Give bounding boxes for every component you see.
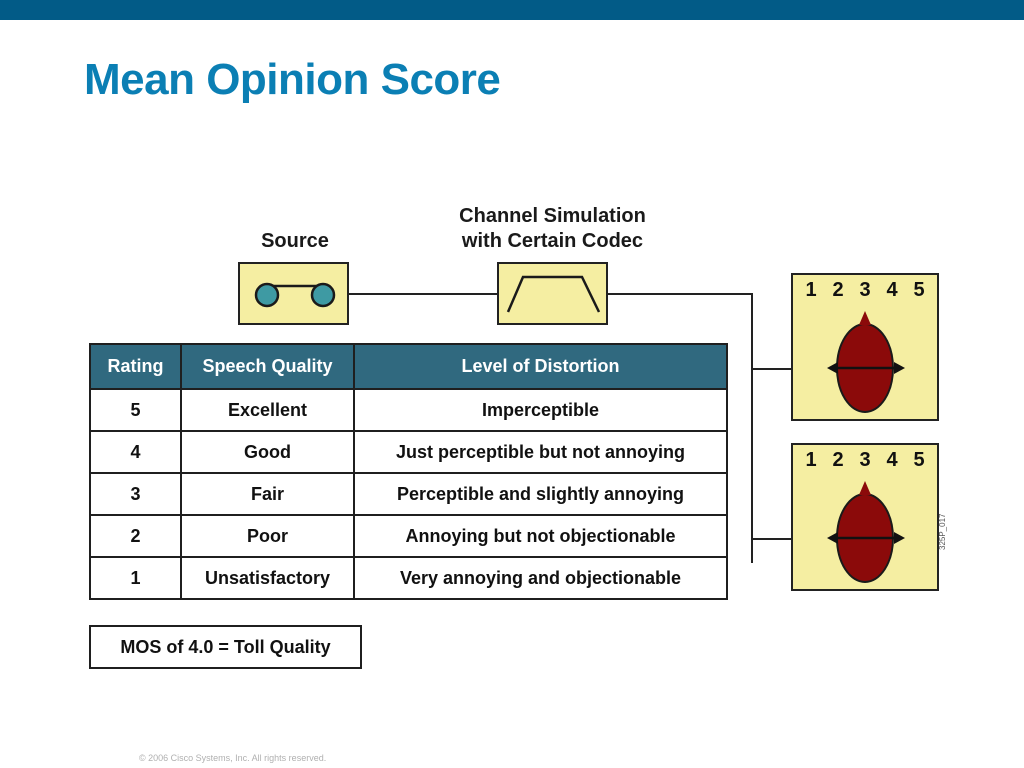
cell-rating: 5: [89, 388, 182, 432]
toll-quality-note: MOS of 4.0 = Toll Quality: [89, 625, 362, 669]
channel-label: Channel Simulation with Certain Codec: [430, 204, 675, 254]
meter-scale: 1 2 3 4 5: [793, 449, 937, 472]
wire-vertical: [751, 293, 753, 563]
scale-mark: 1: [805, 279, 817, 301]
footer-copyright: © 2006 Cisco Systems, Inc. All rights re…: [139, 753, 327, 763]
wire-source-to-channel: [349, 293, 497, 295]
table-row: 4 Good Just perceptible but not annoying: [89, 430, 728, 474]
rating-knob-icon: [827, 481, 905, 583]
scale-mark: 2: [832, 279, 844, 301]
header-level-of-distortion: Level of Distortion: [353, 343, 728, 390]
rating-meter-top: 1 2 3 4 5: [791, 273, 939, 421]
source-label: Source: [261, 230, 329, 252]
cell-quality: Good: [180, 430, 355, 474]
rating-knob-icon: [827, 311, 905, 413]
cell-rating: 3: [89, 472, 182, 516]
header-speech-quality: Speech Quality: [180, 343, 355, 390]
top-bar: [0, 0, 1024, 20]
header-rating: Rating: [89, 343, 182, 390]
bandpass-filter-icon: [506, 275, 601, 313]
cell-quality: Poor: [180, 514, 355, 558]
cell-distortion: Annoying but not objectionable: [353, 514, 728, 558]
channel-label-line1: Channel Simulation: [459, 205, 646, 227]
scale-mark: 5: [913, 449, 925, 471]
wire-channel-out: [608, 293, 752, 295]
figure-code: 325P_017: [938, 513, 947, 550]
scale-mark: 5: [913, 279, 925, 301]
table-row: 3 Fair Perceptible and slightly annoying: [89, 472, 728, 516]
cell-rating: 1: [89, 556, 182, 600]
scale-mark: 4: [886, 449, 898, 471]
source-box: [238, 262, 349, 325]
table-row: 2 Poor Annoying but not objectionable: [89, 514, 728, 558]
cell-distortion: Imperceptible: [353, 388, 728, 432]
cell-quality: Unsatisfactory: [180, 556, 355, 600]
cell-rating: 2: [89, 514, 182, 558]
channel-label-line2: with Certain Codec: [461, 230, 644, 252]
scale-mark: 3: [859, 279, 871, 301]
cell-quality: Fair: [180, 472, 355, 516]
page-title: Mean Opinion Score: [84, 55, 501, 104]
cell-distortion: Very annoying and objectionable: [353, 556, 728, 600]
rating-meter-bottom: 1 2 3 4 5: [791, 443, 939, 591]
cell-distortion: Just perceptible but not annoying: [353, 430, 728, 474]
cell-quality: Excellent: [180, 388, 355, 432]
scale-mark: 2: [832, 449, 844, 471]
scale-mark: 1: [805, 449, 817, 471]
wire-to-meter-top: [751, 368, 791, 370]
channel-box: [497, 262, 608, 325]
cell-distortion: Perceptible and slightly annoying: [353, 472, 728, 516]
table-row: 5 Excellent Imperceptible: [89, 388, 728, 432]
scale-mark: 4: [886, 279, 898, 301]
wire-to-meter-bottom: [751, 538, 791, 540]
table-row: 1 Unsatisfactory Very annoying and objec…: [89, 556, 728, 600]
mos-rating-table: Rating Speech Quality Level of Distortio…: [89, 343, 728, 600]
meter-scale: 1 2 3 4 5: [793, 279, 937, 302]
cell-rating: 4: [89, 430, 182, 474]
table-header-row: Rating Speech Quality Level of Distortio…: [89, 343, 728, 390]
tape-reel-icon: [254, 282, 336, 308]
scale-mark: 3: [859, 449, 871, 471]
